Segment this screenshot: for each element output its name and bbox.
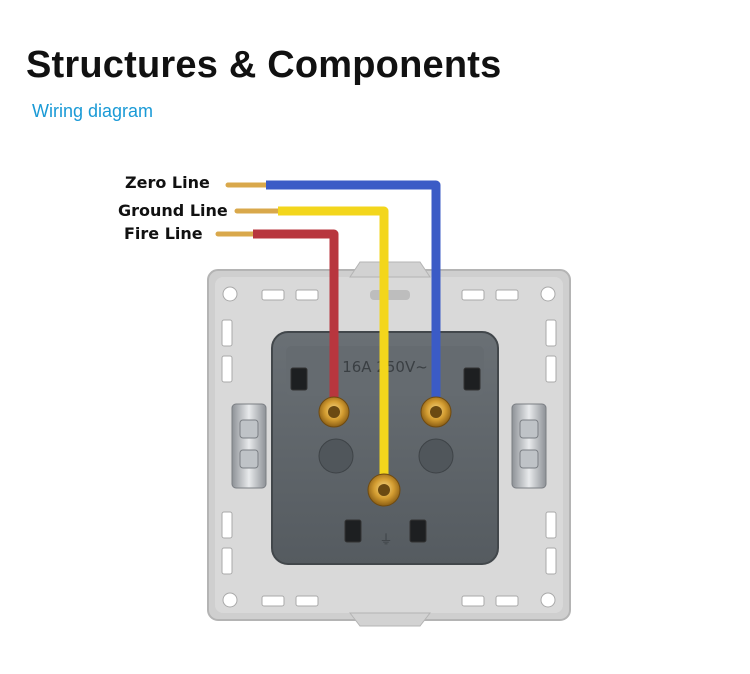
- ground-terminal: [367, 473, 401, 507]
- zero-line-label: Zero Line: [125, 173, 210, 192]
- zero-terminal: [420, 396, 452, 428]
- stripped-wire-ends: [215, 182, 283, 237]
- ground-symbol-icon: ⏚: [379, 533, 392, 548]
- page-title: Structures & Components: [26, 44, 502, 86]
- zero-line-wire: [266, 180, 441, 398]
- ground-line-label: Ground Line: [118, 201, 228, 220]
- left-mounting-clamp: [231, 403, 267, 489]
- right-mounting-clamp: [511, 403, 547, 489]
- fire-line-wire: [253, 229, 339, 398]
- fire-terminal: [318, 396, 350, 428]
- ground-line-wire: [278, 206, 389, 478]
- fire-line-label: Fire Line: [124, 224, 203, 243]
- page-subtitle: Wiring diagram: [32, 101, 154, 121]
